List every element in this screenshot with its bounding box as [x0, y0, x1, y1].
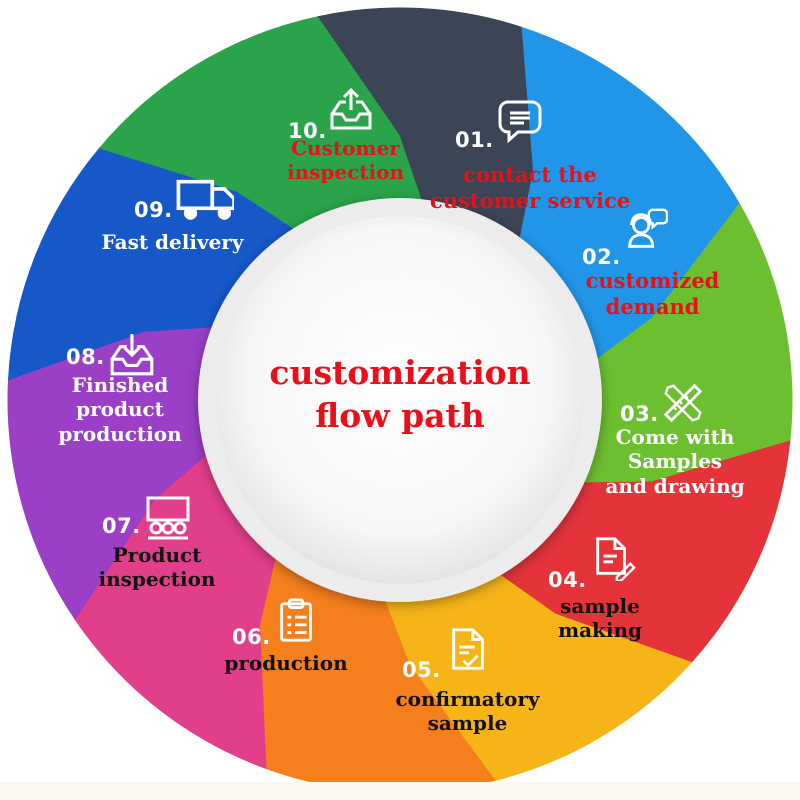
step-3-label-line-1: Come with — [615, 425, 735, 449]
step-7-number: 07. — [102, 514, 141, 538]
step-2-label-line-2: demand — [605, 293, 700, 319]
ruler-pencil-icon — [660, 380, 706, 426]
step-7-label-line-1: Product — [112, 543, 202, 567]
step-8-label-line-3: production — [58, 421, 182, 446]
center-title: customization flow path — [250, 352, 550, 438]
step-8-label-line-2: product — [76, 397, 164, 422]
step-6-label-line-1: production — [224, 651, 348, 675]
chat-bubble-icon — [496, 97, 544, 145]
step-10-number: 10. — [288, 119, 327, 143]
step-9-label-line-1: Fast delivery — [101, 230, 244, 254]
step-4-label-line-2: making — [557, 618, 643, 643]
center-title-line-2: flow path — [315, 395, 485, 435]
step-7-label-line-2: inspection — [98, 567, 216, 592]
step-10-label-line-1: Customer — [291, 136, 400, 160]
step-5-label-line-1: confirmatory — [395, 687, 540, 711]
step-10-label-line-2: inspection — [286, 160, 404, 185]
hub — [216, 216, 584, 584]
step-3-label-line-2: Samples — [627, 449, 723, 474]
team-icon — [144, 494, 192, 542]
step-8-label-line-1: Finished — [71, 373, 169, 397]
step-9-label: Fast delivery — [95, 230, 250, 254]
step-1-label-line-1: contact the — [463, 162, 597, 187]
document-check-icon — [446, 626, 492, 672]
center-title-line-1: customization — [269, 353, 531, 392]
step-4-label-line-1: sample — [560, 594, 640, 618]
step-2-label-line-1: customized — [585, 268, 720, 293]
customer-service-icon — [622, 206, 668, 252]
step-6-label: production — [216, 651, 356, 675]
step-3-label-line-3: and drawing — [605, 473, 745, 498]
inbox-upload-icon — [328, 86, 376, 134]
step-1-number: 01. — [455, 128, 494, 152]
step-6-number: 06. — [232, 625, 271, 649]
delivery-truck-icon — [176, 172, 234, 230]
bottom-band — [0, 782, 800, 800]
step-5-number: 05. — [402, 658, 441, 682]
step-3-number: 03. — [620, 402, 659, 426]
step-1-label-line-2: customer service — [430, 187, 631, 213]
step-5-label-line-2: sample — [427, 711, 508, 736]
step-2-number: 02. — [582, 245, 621, 269]
inbox-download-icon — [108, 330, 158, 380]
step-9-number: 09. — [134, 198, 173, 222]
document-edit-icon — [590, 535, 636, 581]
step-8-number: 08. — [66, 345, 105, 369]
clipboard-list-icon — [274, 598, 320, 644]
step-4-number: 04. — [548, 568, 587, 592]
